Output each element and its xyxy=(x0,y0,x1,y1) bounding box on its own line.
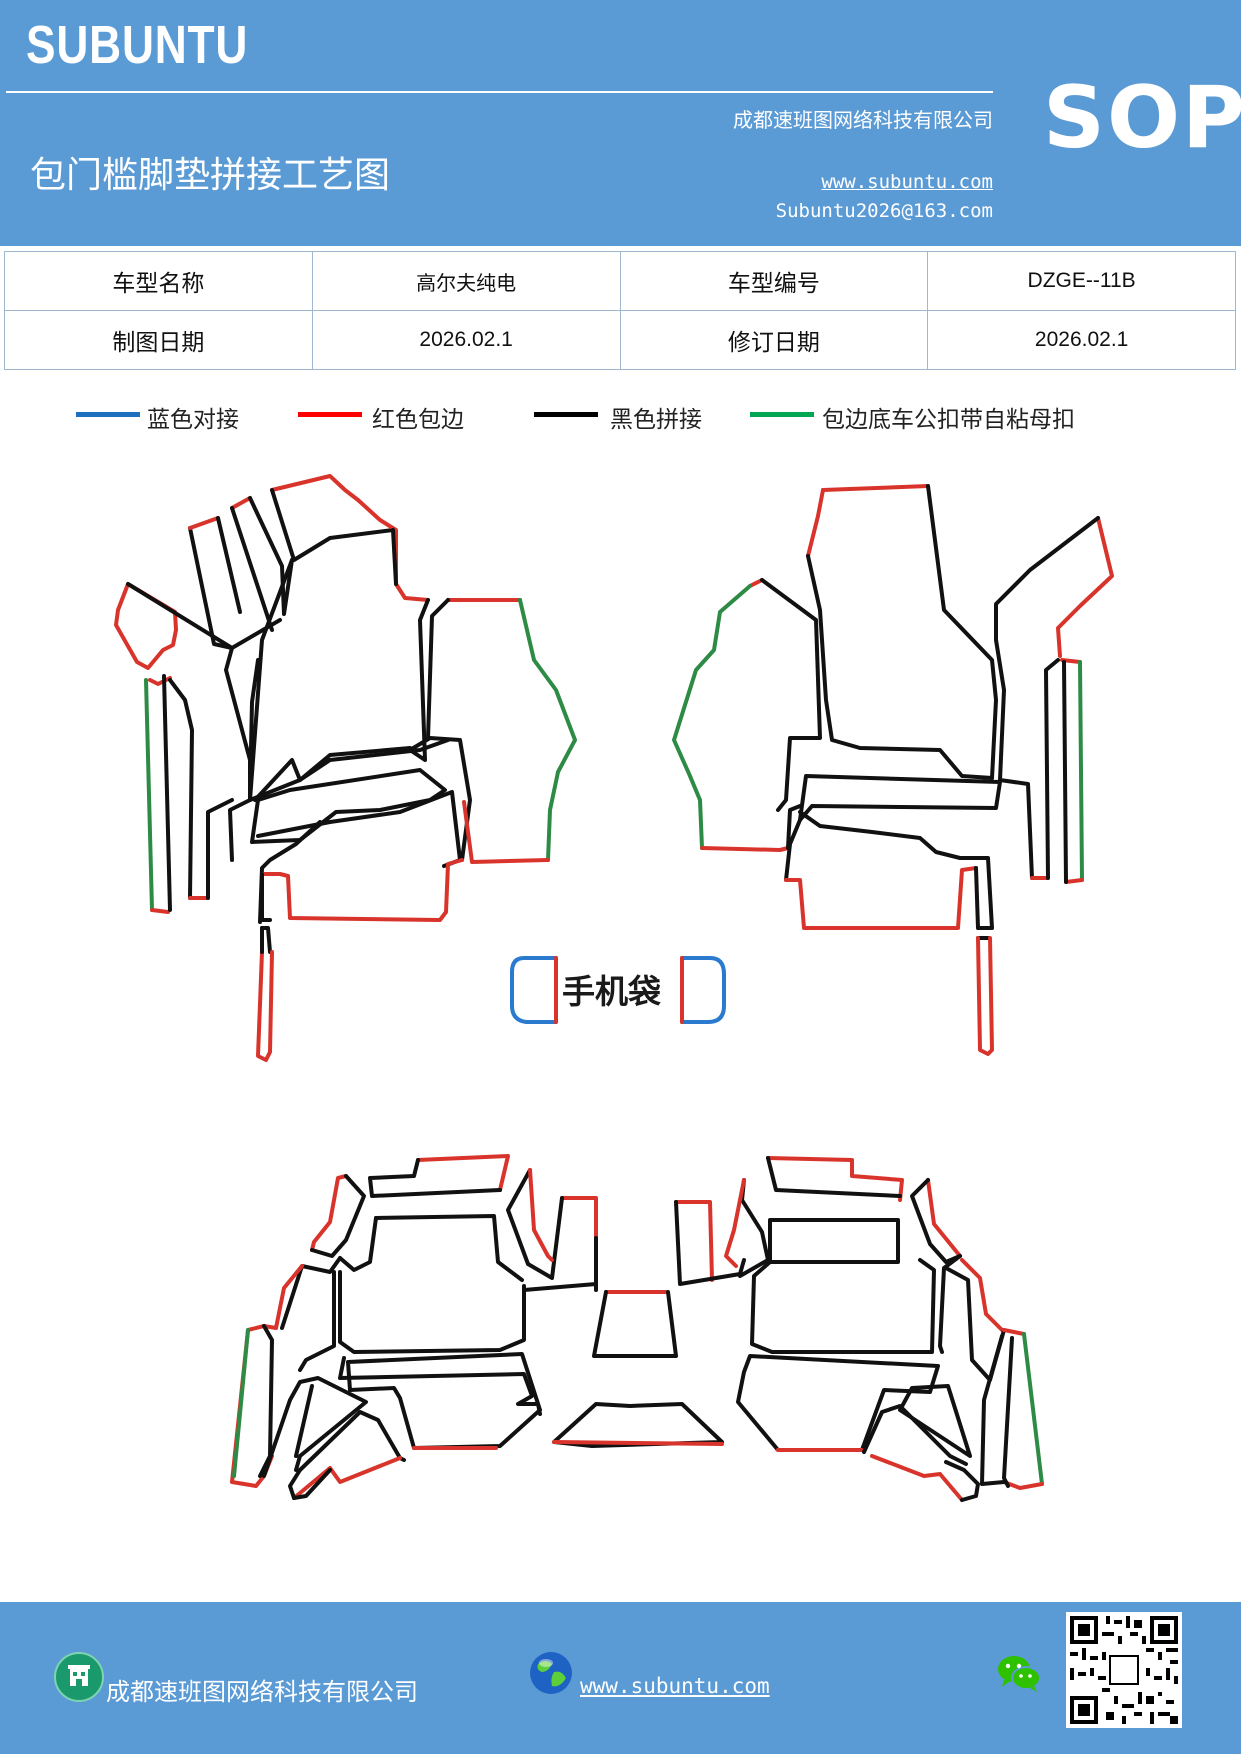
rear-mat-right xyxy=(674,1156,1044,1502)
legend-swatch-red xyxy=(298,412,362,417)
legend-label-red: 红色包边 xyxy=(372,407,464,433)
header: SUBUNTU 成都速班图网络科技有限公司 包门槛脚垫拼接工艺图 www.sub… xyxy=(0,0,1241,246)
footer: 成都速班图网络科技有限公司 www.subuntu.com xyxy=(0,1602,1241,1754)
legend-label-black: 黑色拼接 xyxy=(610,407,702,433)
globe-icon xyxy=(528,1650,574,1696)
front-left-mat xyxy=(114,474,577,1062)
model-name-value: 高尔夫纯电 xyxy=(311,251,621,311)
table-row: 制图日期 2026.02.1 修订日期 2026.02.1 xyxy=(4,310,1236,370)
legend-label-blue: 蓝色对接 xyxy=(147,407,239,433)
info-table: 车型名称 高尔夫纯电 车型编号 DZGE--11B 制图日期 2026.02.1… xyxy=(4,251,1236,370)
wechat-icon[interactable] xyxy=(996,1652,1042,1694)
sop-badge: SOP xyxy=(1043,68,1241,168)
legend: 蓝色对接 红色包边 黑色拼接 包边底车公扣带自粘母扣 xyxy=(0,400,1241,440)
footer-company-name: 成都速班图网络科技有限公司 xyxy=(106,1678,418,1706)
brand-logo: SUBUNTU xyxy=(26,15,249,75)
email-address: Subuntu2026@163.com xyxy=(775,200,993,222)
legend-swatch-green xyxy=(750,412,814,417)
model-code-label: 车型编号 xyxy=(619,251,929,311)
website-link[interactable]: www.subuntu.com xyxy=(821,171,993,193)
rear-mat-center xyxy=(552,1290,724,1448)
front-right-mat xyxy=(672,484,1114,1056)
revise-date-value: 2026.02.1 xyxy=(927,310,1236,370)
mat-layout-diagram: 手机袋 xyxy=(114,474,1114,1502)
phone-bag-label: 手机袋 xyxy=(562,972,661,1011)
draw-date-value: 2026.02.1 xyxy=(311,310,621,370)
header-divider xyxy=(6,91,993,93)
model-name-label: 车型名称 xyxy=(4,251,313,311)
draw-date-label: 制图日期 xyxy=(4,310,313,370)
qr-code xyxy=(1066,1612,1182,1728)
phone-bag-diagram xyxy=(510,956,726,1024)
legend-label-green: 包边底车公扣带自粘母扣 xyxy=(822,407,1075,433)
page-title: 包门槛脚垫拼接工艺图 xyxy=(30,155,391,196)
model-code-value: DZGE--11B xyxy=(927,251,1236,311)
footer-website-link[interactable]: www.subuntu.com xyxy=(580,1674,770,1698)
building-icon xyxy=(54,1652,104,1702)
table-row: 车型名称 高尔夫纯电 车型编号 DZGE--11B xyxy=(4,251,1236,311)
company-name: 成都速班图网络科技有限公司 xyxy=(733,108,993,132)
legend-swatch-black xyxy=(534,412,598,417)
legend-swatch-blue xyxy=(76,412,140,417)
revise-date-label: 修订日期 xyxy=(619,310,929,370)
rear-mat-left xyxy=(230,1154,598,1500)
